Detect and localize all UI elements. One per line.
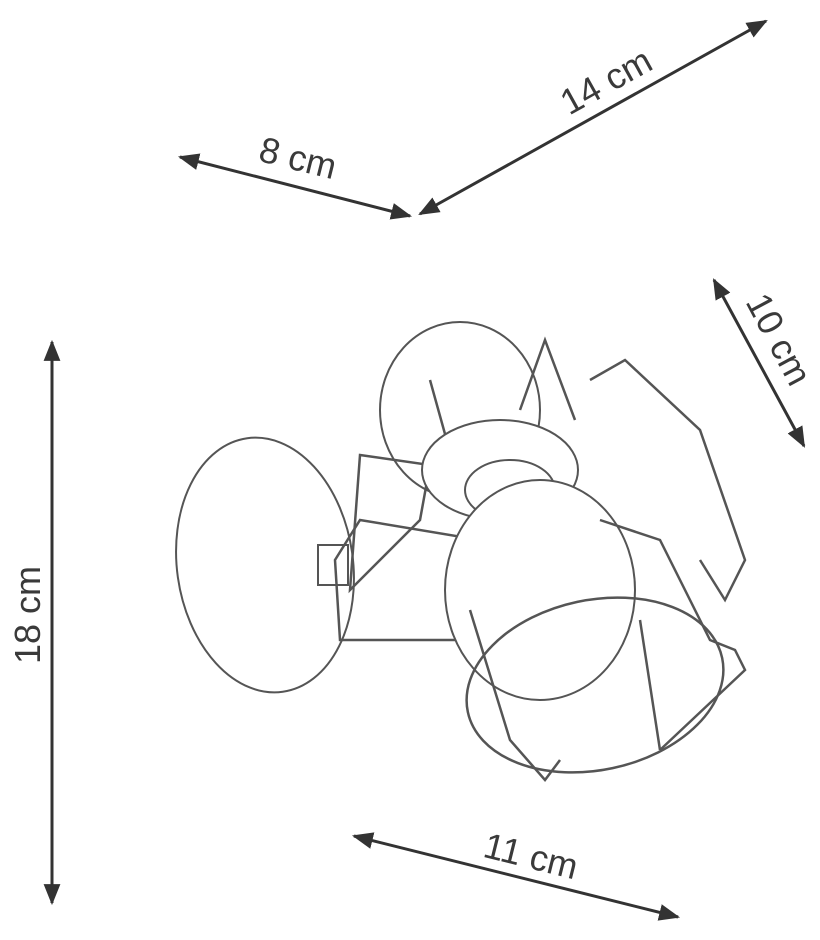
front-cage-ring	[465, 596, 725, 774]
height-label: 18 cm	[7, 566, 48, 664]
depth-arrow	[177, 153, 413, 220]
width-bottom-arrow	[351, 832, 681, 921]
mount-plate	[317, 544, 349, 586]
shade-arrow	[712, 278, 806, 448]
shade-label: 10 cm	[738, 286, 820, 392]
lamp-illustration	[175, 321, 747, 782]
width-top-arrow	[418, 19, 768, 216]
front-shade	[444, 479, 636, 701]
width-bottom-label: 11 cm	[480, 824, 582, 887]
